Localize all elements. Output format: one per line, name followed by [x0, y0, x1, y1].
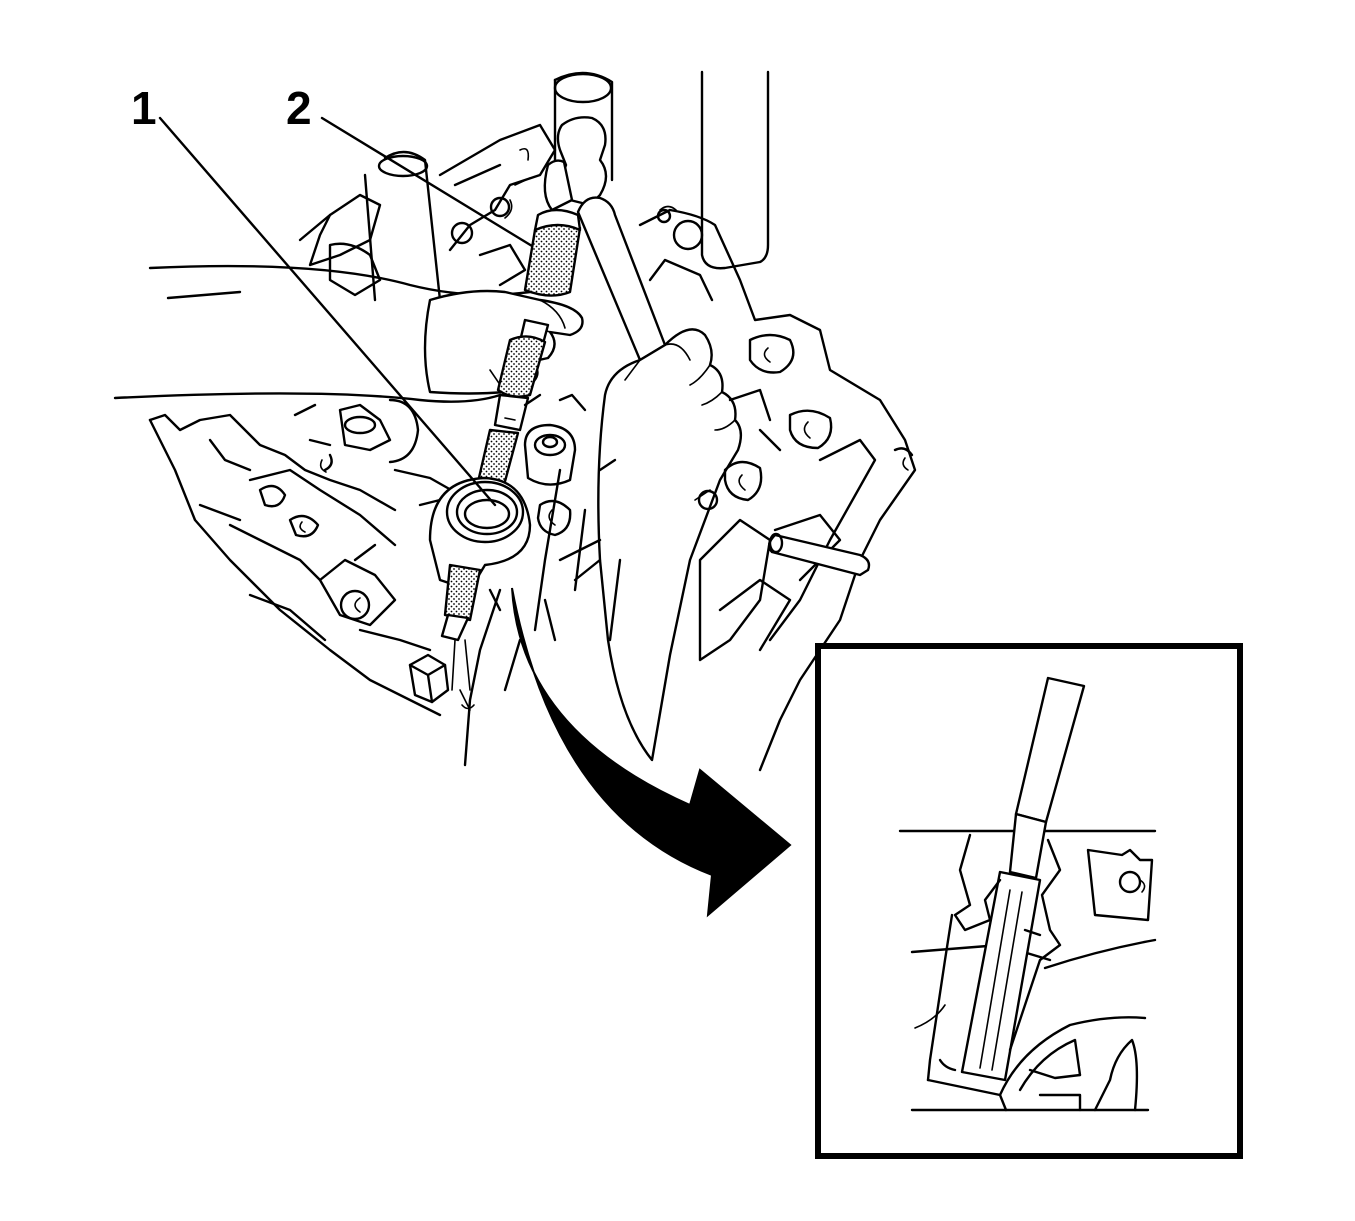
leader-lines [158, 116, 534, 507]
left-casting [148, 398, 462, 717]
detail-inset [815, 643, 1243, 1159]
lower-hand [597, 328, 743, 762]
right-casting [638, 205, 917, 772]
bolt [408, 653, 475, 711]
curved-arrow-icon [511, 587, 792, 918]
main-illustration: 1 2 [113, 70, 917, 772]
upper-pipes [363, 70, 770, 302]
callout-2: 2 [286, 82, 312, 134]
upper-casting [298, 123, 557, 297]
callout-1: 1 [131, 82, 157, 134]
lower-edges [463, 468, 622, 767]
bushing-bore [428, 476, 532, 691]
slide-rod [576, 196, 667, 362]
dowel-pin [767, 532, 871, 577]
